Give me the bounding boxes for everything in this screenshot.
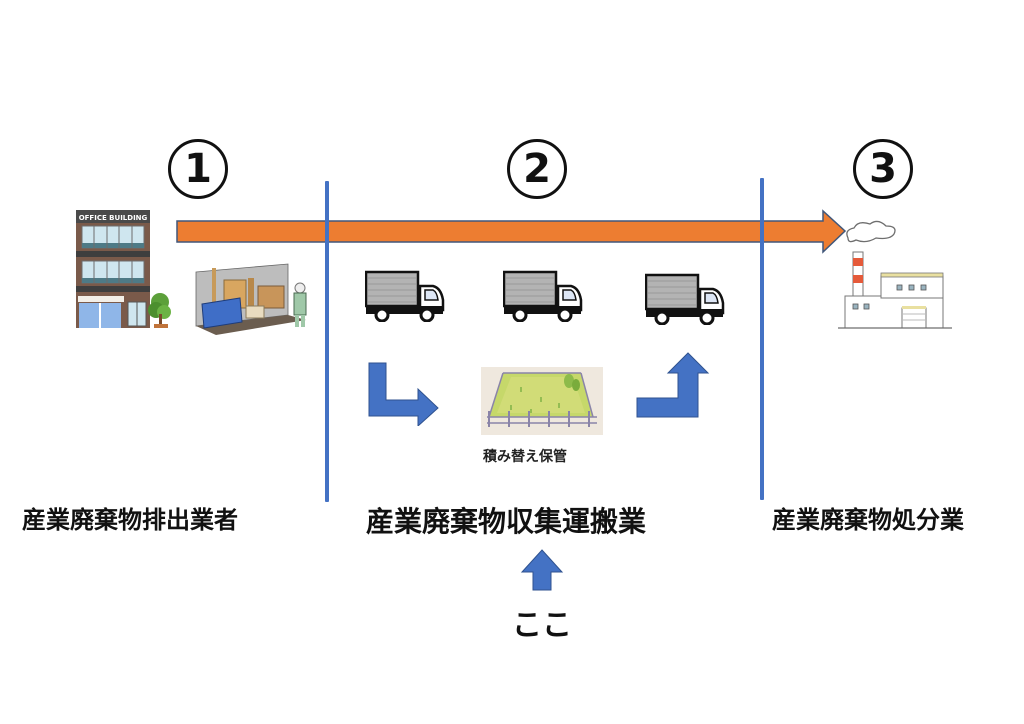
truck-icon-2 bbox=[503, 270, 583, 322]
step-number-2: 2 bbox=[507, 139, 567, 199]
pointer-up-arrow-icon bbox=[520, 549, 564, 591]
flow-arrow bbox=[176, 209, 847, 254]
waste-pile-icon bbox=[195, 263, 307, 335]
flow-arrow-shape bbox=[176, 209, 847, 254]
bent-arrow-down-right-icon bbox=[368, 362, 439, 426]
divider-left bbox=[325, 181, 329, 502]
factory-icon bbox=[838, 220, 952, 329]
step-number-2-text: 2 bbox=[523, 146, 551, 192]
truck-icon-1 bbox=[365, 270, 445, 322]
step-1-title: 産業廃棄物排出業者 bbox=[22, 506, 238, 534]
step-number-1: 1 bbox=[168, 139, 228, 199]
step-number-3-text: 3 bbox=[869, 146, 897, 192]
storage-caption: 積み替え保管 bbox=[483, 449, 567, 465]
fenced-yard-icon bbox=[481, 367, 603, 435]
bent-arrow-right-up-icon bbox=[636, 352, 710, 418]
truck-icon-3 bbox=[645, 273, 725, 325]
step-number-3: 3 bbox=[853, 139, 913, 199]
step-number-1-text: 1 bbox=[184, 146, 212, 192]
smoke-cloud bbox=[846, 220, 896, 243]
step-3-title: 産業廃棄物処分業 bbox=[772, 506, 964, 534]
office-building-icon: OFFICE BUILDING bbox=[76, 210, 171, 328]
building-sign: OFFICE BUILDING bbox=[79, 214, 148, 222]
step-2-title: 産業廃棄物収集運搬業 bbox=[366, 505, 647, 538]
divider-right bbox=[760, 178, 764, 500]
pointer-label: ここ bbox=[512, 608, 572, 643]
